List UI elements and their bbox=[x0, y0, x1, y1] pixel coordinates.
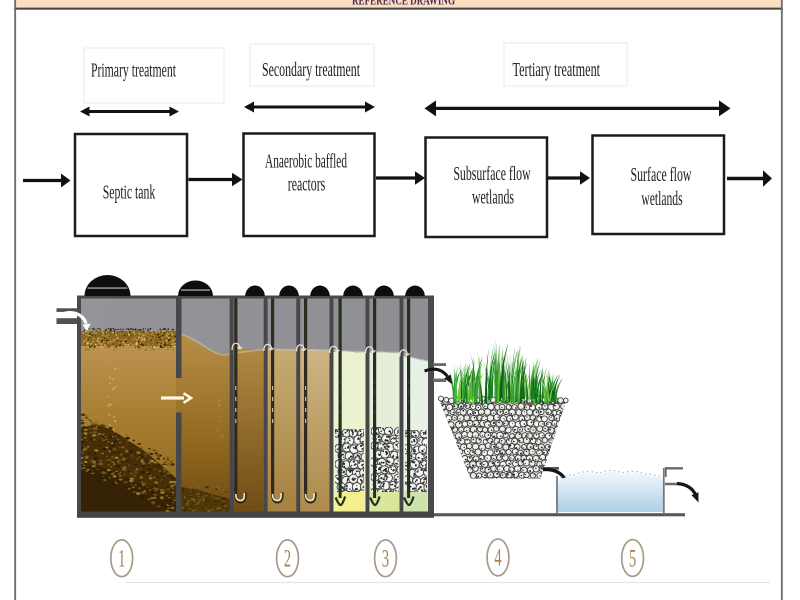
svg-text:1: 1 bbox=[118, 546, 125, 573]
svg-text:Subsurface flow: Subsurface flow bbox=[453, 164, 530, 185]
svg-text:3: 3 bbox=[382, 546, 389, 573]
svg-text:Primary treatment: Primary treatment bbox=[91, 61, 176, 82]
svg-text:2: 2 bbox=[284, 546, 291, 573]
svg-text:wetlands: wetlands bbox=[472, 188, 514, 209]
svg-text:Surface flow: Surface flow bbox=[631, 165, 692, 186]
svg-text:Septic tank: Septic tank bbox=[103, 182, 156, 203]
svg-text:Tertiary treatment: Tertiary treatment bbox=[513, 60, 601, 81]
svg-text:Anaerobic baffled: Anaerobic baffled bbox=[265, 152, 347, 173]
svg-text:REFERENCE DRAWING: REFERENCE DRAWING bbox=[352, 0, 455, 8]
svg-text:wetlands: wetlands bbox=[641, 189, 682, 210]
svg-text:Secondary treatment: Secondary treatment bbox=[262, 60, 360, 81]
svg-text:reactors: reactors bbox=[288, 175, 326, 196]
svg-text:4: 4 bbox=[494, 545, 501, 572]
svg-text:5: 5 bbox=[629, 545, 636, 572]
